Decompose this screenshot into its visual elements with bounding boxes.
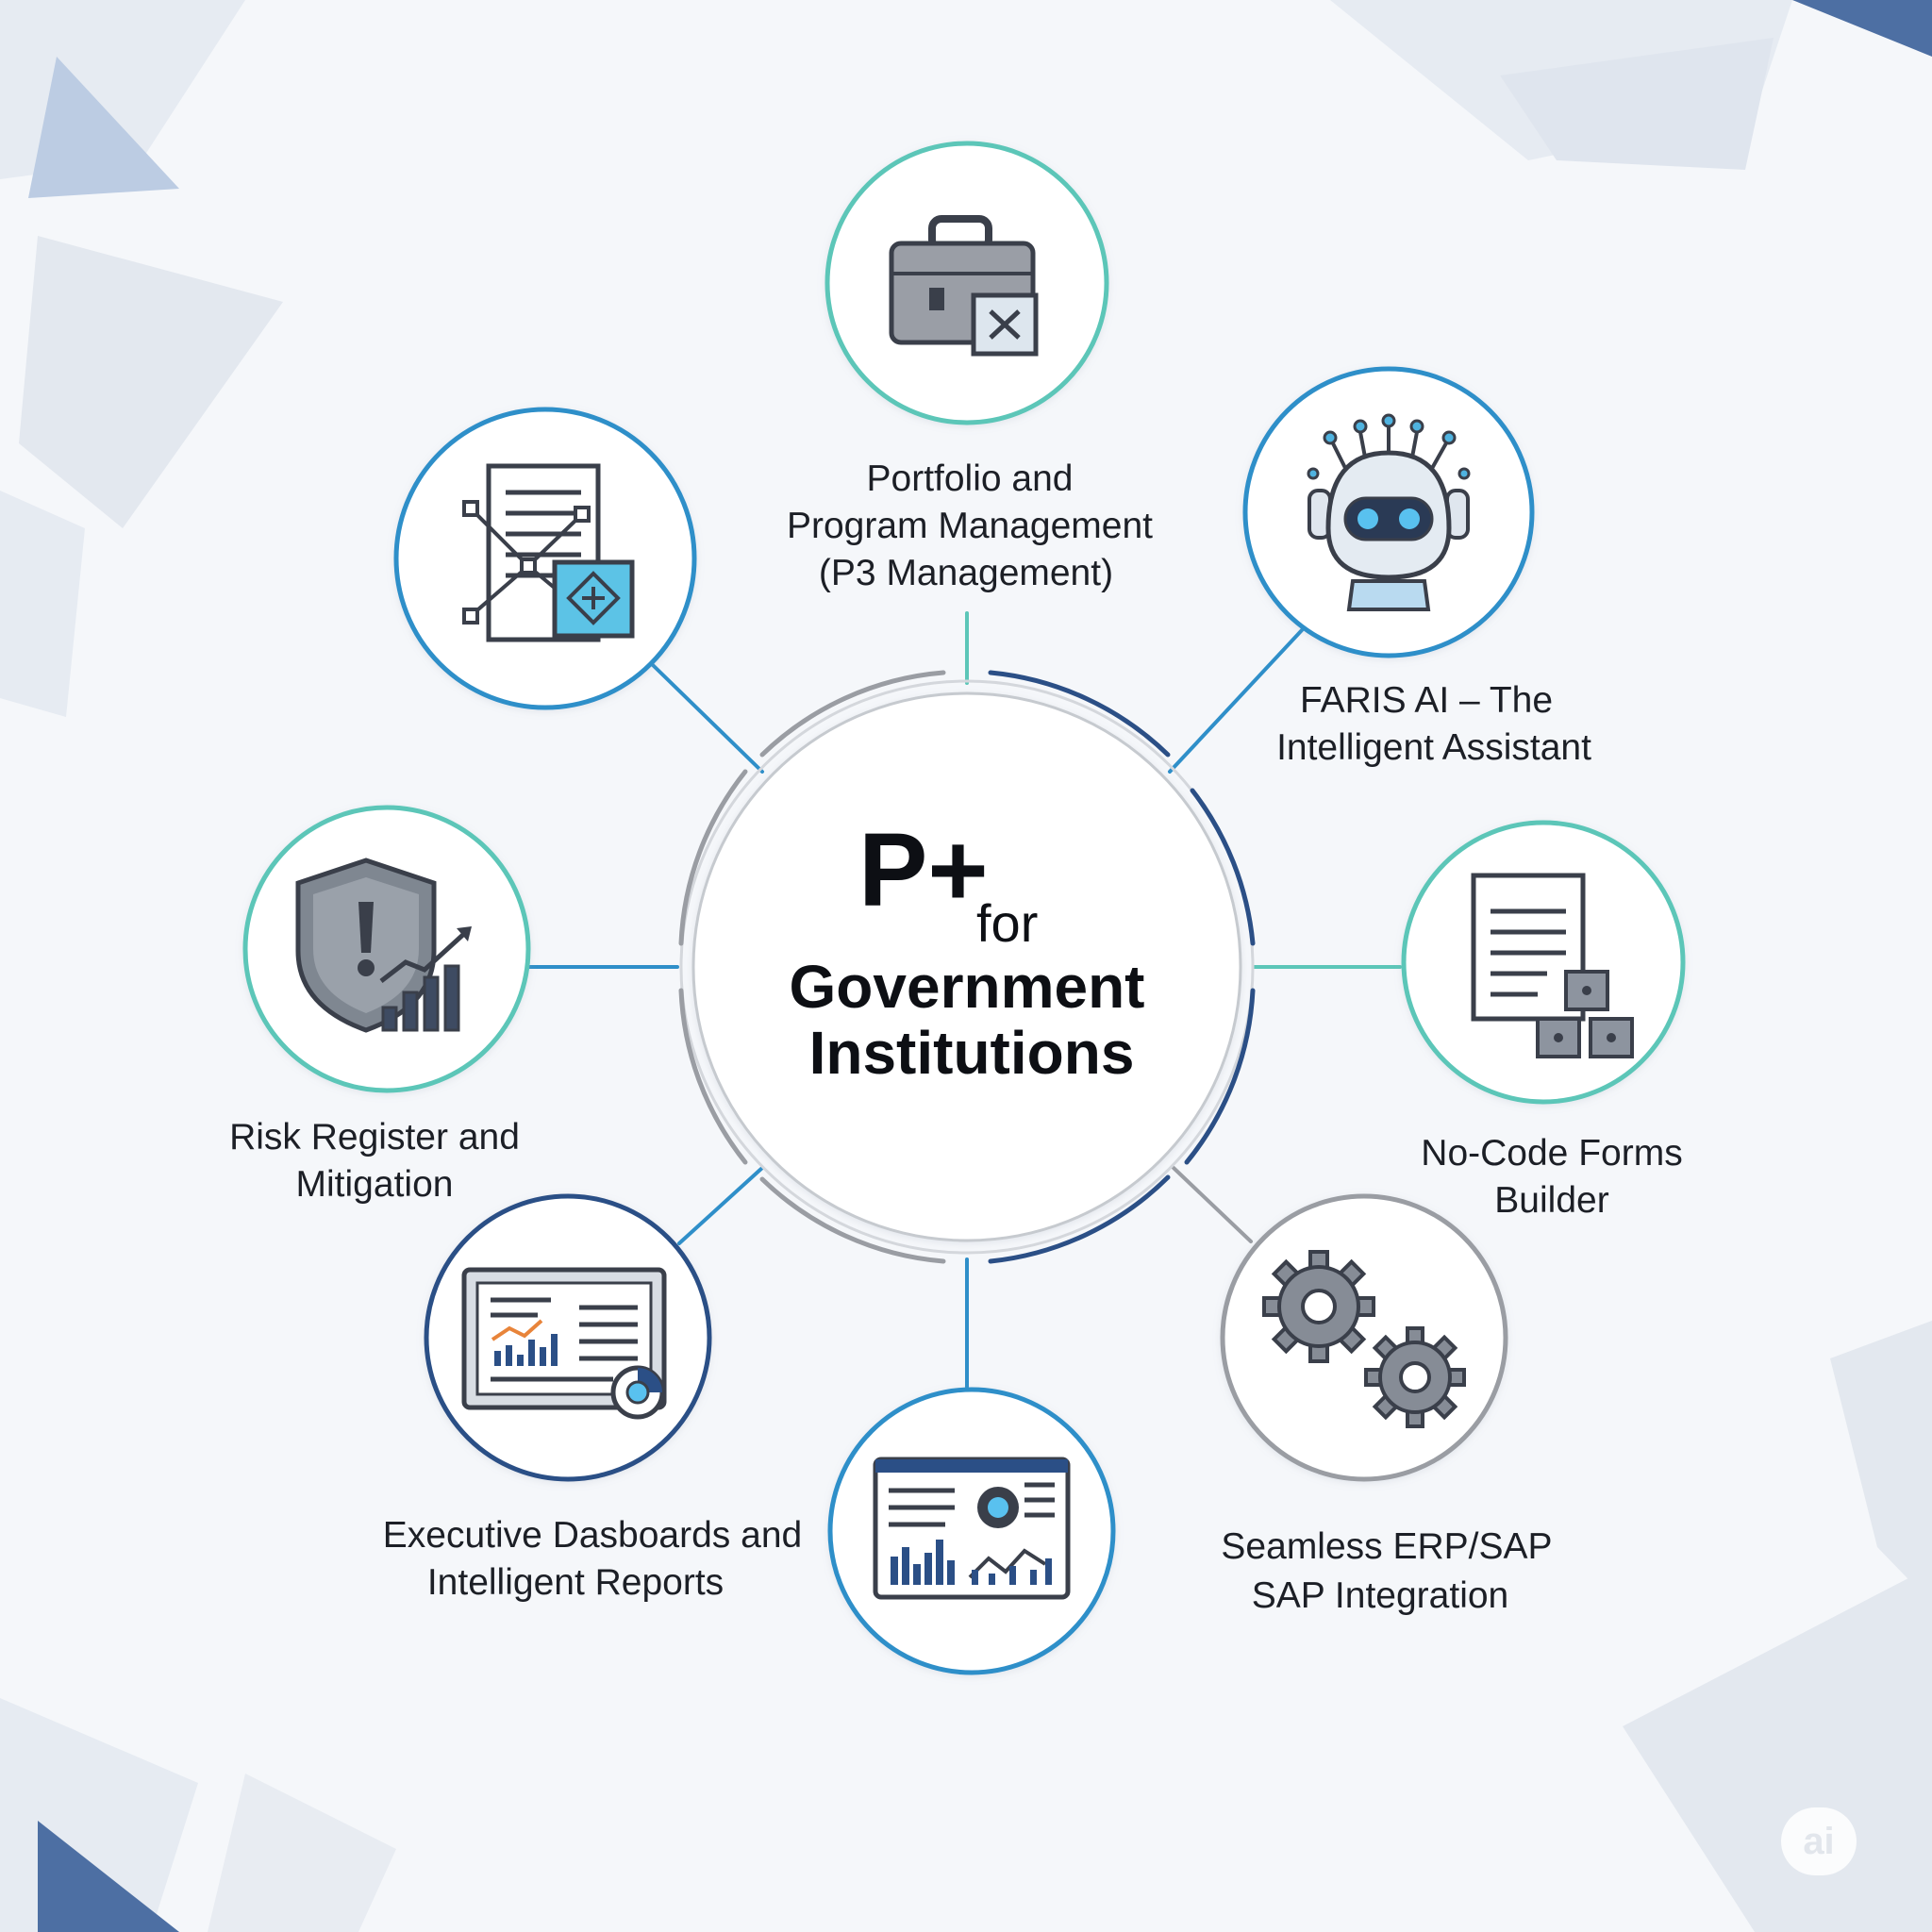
workflow-document-icon bbox=[462, 463, 635, 642]
module-erp-sap-label-2: SAP Integration bbox=[1252, 1575, 1508, 1616]
brand-title: P+ bbox=[858, 812, 989, 928]
module-executive-dashboards-label-1: Executive Dasboards and bbox=[383, 1515, 802, 1556]
module-portfolio-label-3: (P3 Management) bbox=[819, 553, 1113, 593]
module-portfolio[interactable]: Portfolio and Program Management (P3 Man… bbox=[787, 141, 1153, 593]
brand-for: for bbox=[976, 893, 1038, 953]
module-forms-builder-label-1: No-Code Forms bbox=[1421, 1133, 1682, 1174]
module-executive-dashboards-label-2: Intelligent Reports bbox=[427, 1562, 724, 1603]
module-executive-dashboards[interactable]: Executive Dasboards and Intelligent Repo… bbox=[383, 1193, 802, 1603]
center-line-institutions: Institutions bbox=[809, 1019, 1135, 1087]
module-erp-sap[interactable]: Seamless ERP/SAP SAP Integration bbox=[1220, 1193, 1553, 1616]
center-line-government: Government bbox=[790, 953, 1145, 1021]
module-portfolio-label-2: Program Management bbox=[787, 506, 1153, 546]
briefcase-icon bbox=[889, 215, 1039, 357]
analytics-screen-icon bbox=[873, 1457, 1071, 1600]
module-forms-builder-label-2: Builder bbox=[1494, 1180, 1608, 1221]
gears-icon bbox=[1262, 1250, 1466, 1428]
module-faris-ai-label-2: Intelligent Assistant bbox=[1276, 727, 1591, 768]
module-workflow-docs[interactable] bbox=[393, 407, 697, 710]
robot-icon bbox=[1307, 413, 1471, 611]
module-risk-register-label-1: Risk Register and bbox=[229, 1117, 520, 1158]
document-blocks-icon bbox=[1471, 873, 1634, 1058]
module-forms-builder[interactable]: No-Code Forms Builder bbox=[1401, 820, 1686, 1221]
center-hub: P+ for Government Institutions bbox=[678, 670, 1256, 1264]
module-erp-sap-label-1: Seamless ERP/SAP bbox=[1221, 1526, 1552, 1567]
shield-warning-icon bbox=[295, 858, 472, 1033]
module-portfolio-label-1: Portfolio and bbox=[867, 458, 1074, 499]
ai-watermark-badge: ai bbox=[1781, 1807, 1857, 1875]
module-faris-ai-label-1: FARIS AI – The bbox=[1300, 680, 1553, 721]
module-risk-register-label-2: Mitigation bbox=[296, 1164, 454, 1205]
dashboard-monitor-icon bbox=[461, 1267, 667, 1420]
module-risk-register[interactable]: Risk Register and Mitigation bbox=[229, 805, 531, 1205]
connector-lines bbox=[526, 611, 1402, 1389]
module-faris-ai[interactable]: FARIS AI – The Intelligent Assistant bbox=[1242, 366, 1591, 768]
module-analytics[interactable] bbox=[827, 1387, 1116, 1675]
